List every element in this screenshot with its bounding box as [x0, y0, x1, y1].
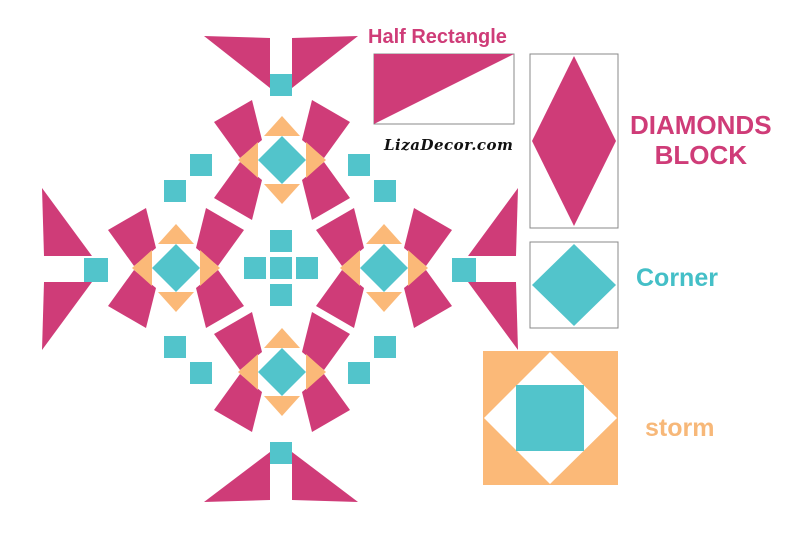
left-star-storm-s [158, 292, 194, 312]
connector-square [164, 336, 186, 358]
top-star-storm-w [238, 142, 258, 178]
connector-square [374, 180, 396, 202]
connector-squares [164, 154, 396, 384]
storm-swatch [483, 351, 618, 485]
connector-square [296, 257, 318, 279]
right-star-petal-sw [316, 270, 364, 328]
top-tail-right-fin [292, 36, 358, 88]
top-star-petal-se [302, 162, 350, 220]
top-tail-left-fin [204, 36, 270, 88]
top-tail-square [270, 74, 292, 96]
top-star-block [214, 100, 350, 220]
bottom-star-storm-s [264, 396, 300, 416]
bottom-star-storm-w [238, 354, 258, 390]
right-star-center-diamond [360, 244, 408, 292]
bottom-star-center-diamond [258, 348, 306, 396]
bottom-star-petal-sw [214, 374, 262, 432]
left-star-center-diamond [152, 244, 200, 292]
connector-square [164, 180, 186, 202]
diamonds-block-swatch [529, 53, 619, 229]
bottom-star-block [214, 312, 350, 432]
corner-swatch [529, 241, 619, 329]
connector-square [348, 154, 370, 176]
fish-quilt-pattern [42, 36, 518, 502]
connector-square [374, 336, 396, 358]
top-star-petal-ne [302, 100, 350, 158]
right-star-storm-n [366, 224, 402, 244]
left-star-petal-ne [196, 208, 244, 266]
bottom-star-storm-e [306, 354, 326, 390]
connector-square [348, 362, 370, 384]
top-star-storm-s [264, 184, 300, 204]
diamonds-block-label: DIAMONDS BLOCK [630, 110, 772, 170]
right-star-petal-nw [316, 208, 364, 266]
top-star-petal-nw [214, 100, 262, 158]
bottom-star-petal-ne [302, 312, 350, 370]
right-star-petal-se [404, 270, 452, 328]
right-tail-square [452, 258, 476, 282]
right-star-storm-w [340, 250, 360, 286]
bottom-star-storm-n [264, 328, 300, 348]
bottom-tail-square [270, 442, 292, 464]
bottom-star-petal-nw [214, 312, 262, 370]
top-star-center-diamond [258, 136, 306, 184]
right-star-storm-s [366, 292, 402, 312]
bottom-tail-right-fin [292, 452, 358, 502]
left-star-block [108, 208, 244, 328]
connector-square [270, 257, 292, 279]
left-tail-square [84, 258, 108, 282]
top-star-storm-n [264, 116, 300, 136]
right-tail-top-fin [468, 188, 518, 256]
connector-square [270, 284, 292, 306]
connector-square [270, 230, 292, 252]
bottom-star-petal-se [302, 374, 350, 432]
diamonds-label-line2: BLOCK [654, 140, 747, 170]
bottom-tail-left-fin [204, 452, 270, 502]
left-star-petal-sw [108, 270, 156, 328]
left-star-petal-se [196, 270, 244, 328]
right-star-petal-ne [404, 208, 452, 266]
right-star-storm-e [408, 250, 428, 286]
top-star-storm-e [306, 142, 326, 178]
connector-square [244, 257, 266, 279]
left-star-storm-e [200, 250, 220, 286]
diamonds-label-line1: DIAMONDS [630, 110, 772, 140]
connector-square [190, 154, 212, 176]
left-star-storm-n [158, 224, 194, 244]
right-tail-bottom-fin [468, 282, 518, 350]
half-rectangle-label: Half Rectangle [368, 26, 507, 48]
left-tail-bottom-fin [42, 282, 92, 350]
watermark: LizaDecor.com [384, 136, 514, 154]
half-rectangle-swatch [373, 53, 515, 125]
connector-square [190, 362, 212, 384]
left-star-petal-nw [108, 208, 156, 266]
corner-label: Corner [636, 264, 718, 292]
left-tail-top-fin [42, 188, 92, 256]
left-star-storm-w [132, 250, 152, 286]
top-star-petal-sw [214, 162, 262, 220]
storm-label: storm [645, 414, 715, 442]
right-star-block [316, 208, 452, 328]
